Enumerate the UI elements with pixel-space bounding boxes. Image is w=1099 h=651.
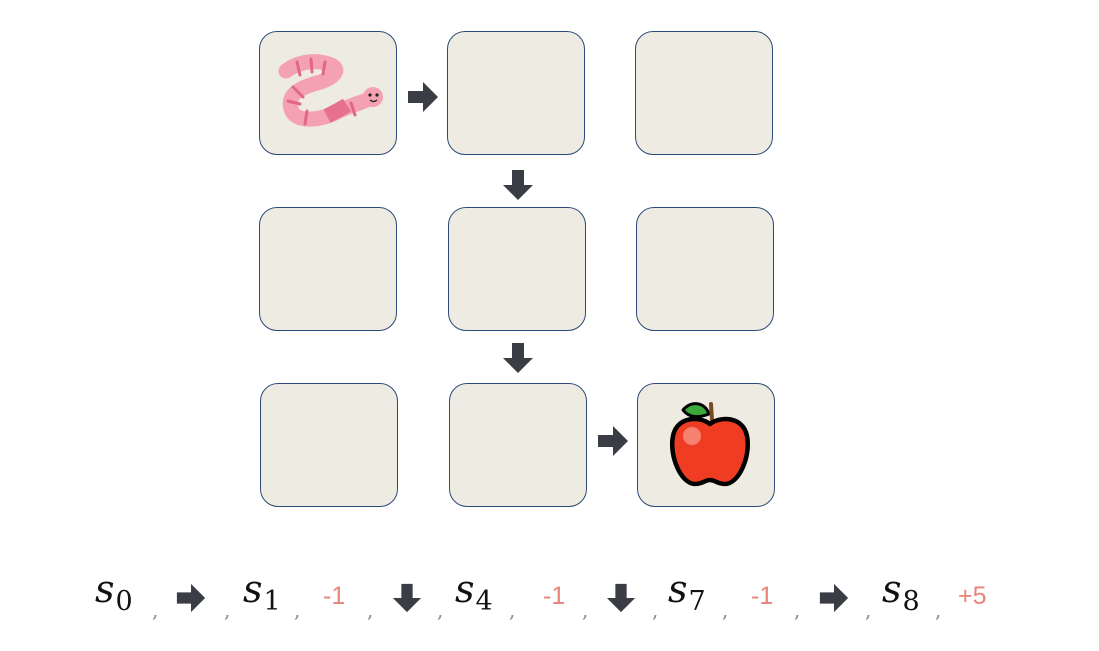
grid-cell-s4 xyxy=(448,207,586,331)
right-arrow-icon xyxy=(408,82,438,112)
grid-cell-s0 xyxy=(259,31,397,155)
trajectory-sequence: s0 , , s1 , -1 , , s4 , -1 , , s7 , -1 ,… xyxy=(0,560,1099,640)
comma: , xyxy=(294,598,301,622)
comma: , xyxy=(722,598,729,622)
down-arrow-icon xyxy=(606,583,636,613)
comma: , xyxy=(794,598,801,622)
right-arrow-icon xyxy=(598,426,628,456)
reward-label: +5 xyxy=(958,582,987,610)
grid-cell-s2 xyxy=(635,31,773,155)
comma: , xyxy=(935,598,942,622)
state-s4: s4 xyxy=(455,567,493,617)
comma: , xyxy=(224,598,231,622)
reward-label: -1 xyxy=(543,582,566,610)
grid-cell-s3 xyxy=(259,207,397,331)
down-arrow-icon xyxy=(392,583,422,613)
reward-label: -1 xyxy=(751,582,774,610)
right-arrow-icon xyxy=(176,583,206,613)
comma: , xyxy=(582,598,589,622)
grid-cell-s7 xyxy=(449,383,587,507)
comma: , xyxy=(152,598,159,622)
comma: , xyxy=(509,598,516,622)
state-s8: s8 xyxy=(882,567,920,617)
comma: , xyxy=(652,598,659,622)
grid-cell-s1 xyxy=(447,31,585,155)
comma: , xyxy=(367,598,374,622)
right-arrow-icon xyxy=(819,583,849,613)
grid-cell-s8 xyxy=(637,383,775,507)
state-s1: s1 xyxy=(243,567,281,617)
worm-icon xyxy=(278,54,383,127)
comma: , xyxy=(437,598,444,622)
apple-icon xyxy=(669,402,751,487)
down-arrow-icon xyxy=(503,170,533,200)
grid-cell-s6 xyxy=(260,383,398,507)
grid-cell-s5 xyxy=(636,207,774,331)
state-s7: s7 xyxy=(668,567,706,617)
reward-label: -1 xyxy=(323,582,346,610)
comma: , xyxy=(865,598,872,622)
down-arrow-icon xyxy=(503,343,533,373)
state-s0: s0 xyxy=(95,567,133,617)
